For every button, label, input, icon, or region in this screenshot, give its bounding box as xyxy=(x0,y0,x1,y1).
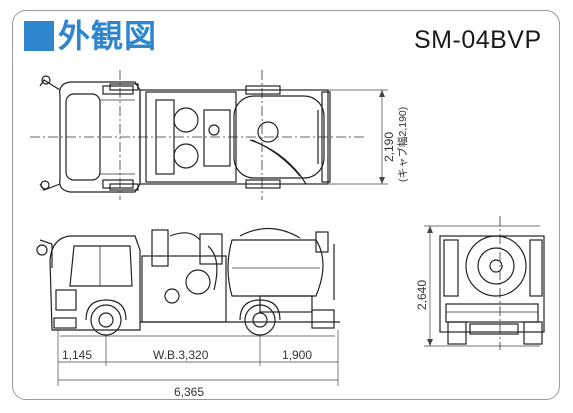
top-rear-wheel-right xyxy=(245,179,281,189)
top-body xyxy=(139,89,329,185)
side-hose xyxy=(239,227,301,239)
top-tank xyxy=(233,95,325,179)
section-title: 外観図 xyxy=(24,18,157,54)
side-cab xyxy=(49,235,141,331)
top-front-wheel-right xyxy=(102,179,134,189)
cab-width-label: (キャブ幅2,190) xyxy=(396,107,409,182)
front-overhang-label: 1,145 xyxy=(62,348,92,362)
rear-view: 2,640 xyxy=(415,216,545,350)
wheelbase-label: W.B.3,320 xyxy=(153,348,209,362)
rear-overhang-label: 1,900 xyxy=(282,348,312,362)
width-label: 2,190 xyxy=(382,132,396,162)
side-mirror xyxy=(39,239,53,268)
side-front-wheel xyxy=(90,304,122,336)
model-number: SM-04BVP xyxy=(414,26,542,54)
top-cab-roof xyxy=(65,93,101,181)
side-cab-window xyxy=(69,245,133,287)
top-rear-wheel-left xyxy=(245,85,281,95)
top-mirror-left xyxy=(39,79,61,91)
overall-length-label: 6,365 xyxy=(174,385,204,399)
rear-tank xyxy=(465,235,527,297)
side-tank xyxy=(227,239,324,297)
rear-wheel-left xyxy=(447,321,467,345)
top-view: 2,190 (キャブ幅2,190) xyxy=(30,70,409,200)
height-label: 2,640 xyxy=(415,280,429,310)
title-square-icon xyxy=(24,21,54,51)
top-manhole xyxy=(257,121,279,143)
top-front-wheel-left xyxy=(102,85,134,95)
side-rear-wheel xyxy=(244,304,276,336)
rear-wheel-right xyxy=(523,321,543,345)
side-view: 1,145 W.B.3,320 1,900 6,365 xyxy=(36,227,340,399)
title-text: 外観図 xyxy=(58,18,158,54)
